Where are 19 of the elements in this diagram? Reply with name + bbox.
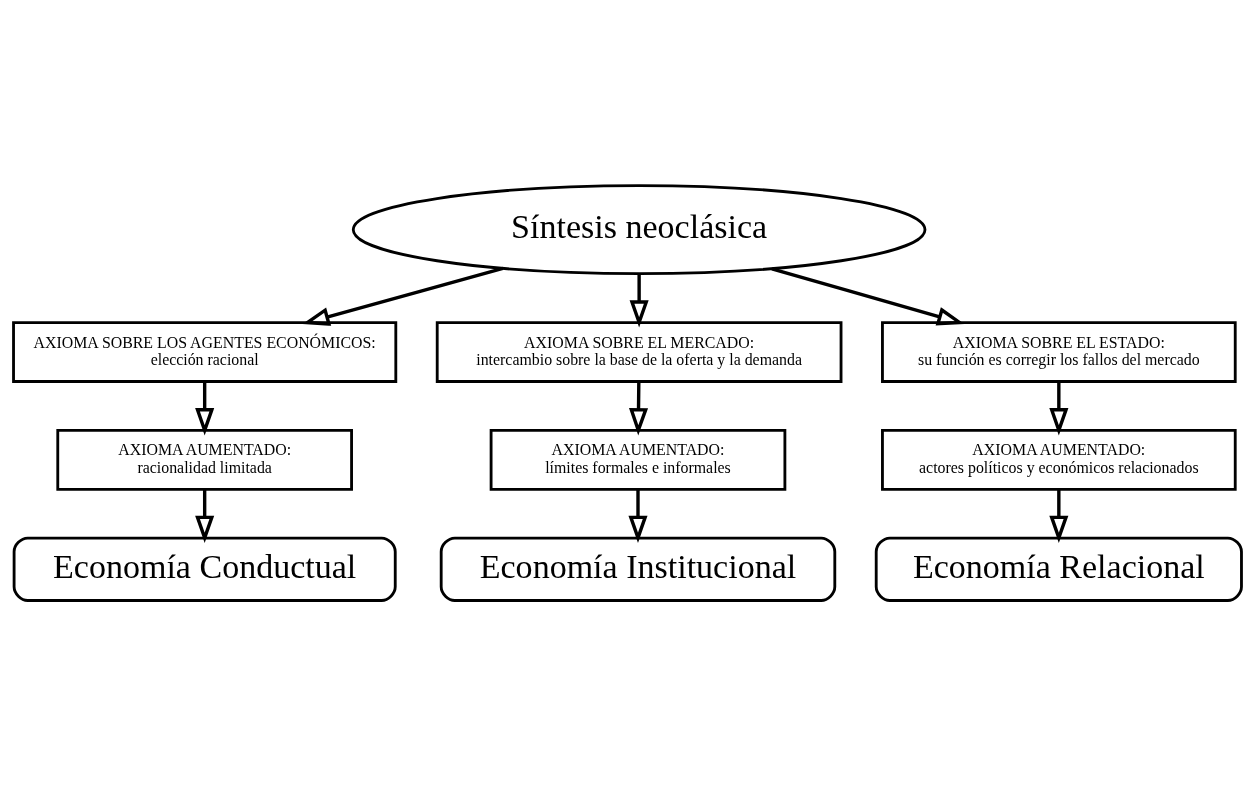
arrow: [302, 266, 504, 326]
arrow: [1049, 381, 1069, 435]
node-box: AXIOMA SOBRE EL MERCADO: intercambio sobre la base de la oferta y la demanda: [435, 320, 843, 383]
arrow: [771, 266, 965, 326]
arrow: [195, 381, 215, 435]
node-box: AXIOMA AUMENTADO: actores políticos y económicos relacionados: [881, 428, 1237, 491]
node-box: AXIOMA SOBRE EL ESTADO: su función es corregir los fallos del mercado: [881, 320, 1237, 383]
arrow: [1049, 489, 1069, 543]
arrow: [629, 381, 649, 435]
arrow: [628, 489, 648, 543]
arrow: [195, 489, 215, 543]
node-ellipse: Síntesis neoclásica: [351, 183, 927, 275]
node-box: AXIOMA SOBRE LOS AGENTES ECONÓMICOS: elección racional: [12, 320, 398, 383]
node-box: Economía Institucional: [439, 536, 837, 602]
node-box: AXIOMA AUMENTADO: límites formales e informales: [489, 428, 787, 491]
node-box: AXIOMA AUMENTADO: racionalidad limitada: [56, 428, 353, 491]
node-box: Economía Conductual: [12, 536, 397, 602]
node-box: Economía Relacional: [874, 536, 1243, 602]
arrow: [629, 273, 649, 328]
